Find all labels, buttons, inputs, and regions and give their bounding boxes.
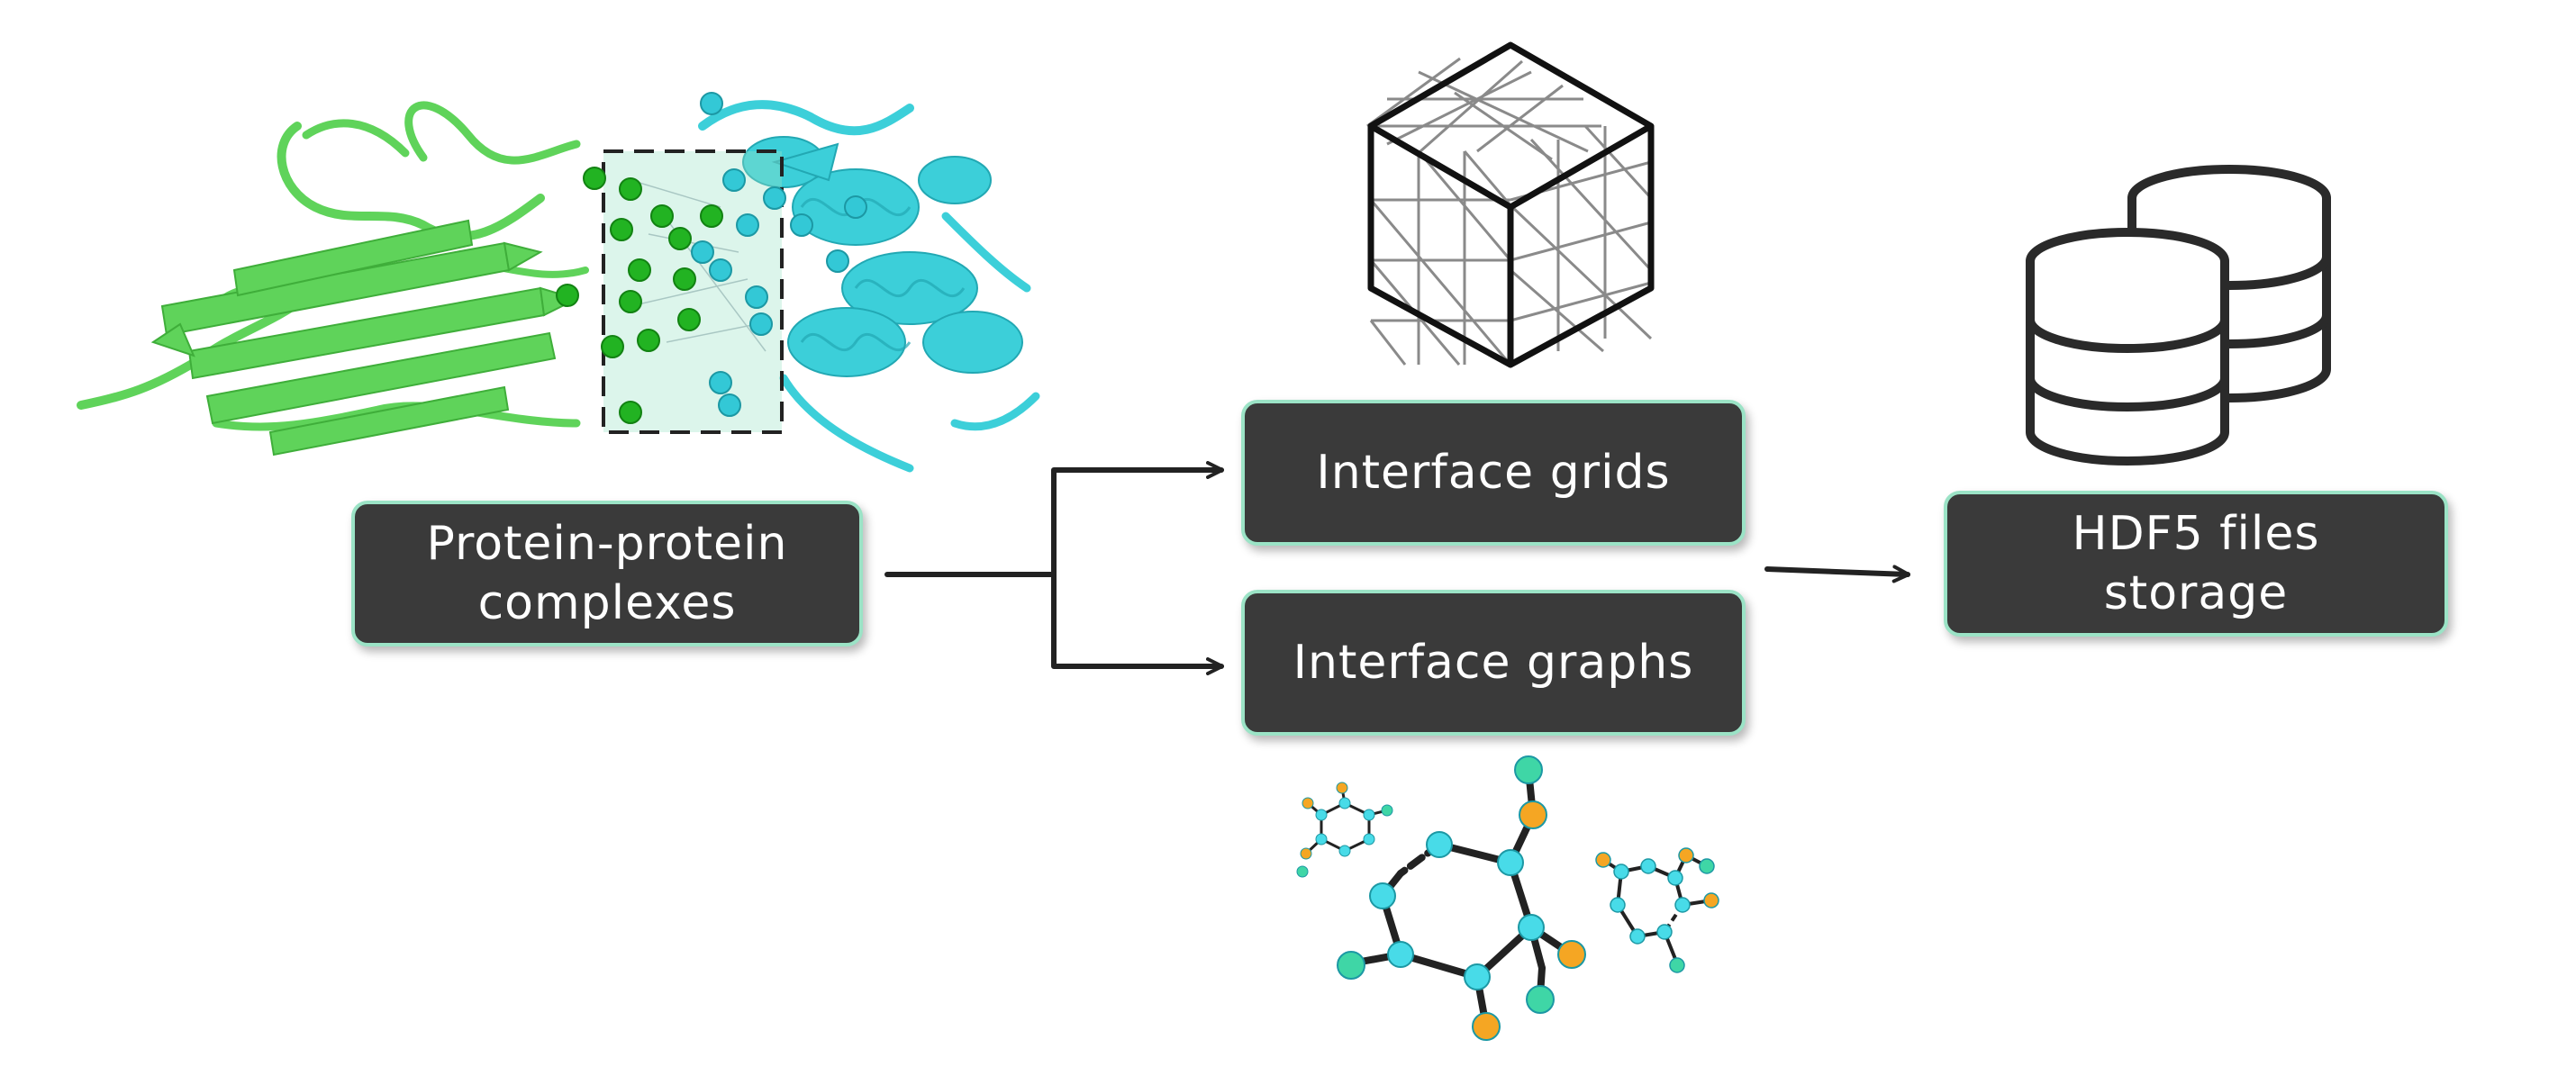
arrow-to-interface-grids bbox=[1051, 461, 1224, 577]
node-protein-complexes-label: Protein-protein complexes bbox=[426, 517, 788, 630]
node-hdf5-storage-label: HDF5 files storage bbox=[2072, 507, 2320, 620]
node-interface-grids-label: Interface grids bbox=[1316, 446, 1671, 500]
node-hdf5-storage: HDF5 files storage bbox=[1944, 491, 2448, 637]
connector-arrows bbox=[884, 461, 1910, 675]
node-protein-complexes: Protein-protein complexes bbox=[351, 501, 863, 646]
node-interface-graphs-label: Interface graphs bbox=[1293, 636, 1694, 690]
molecular-graph-icon bbox=[1296, 755, 1719, 1041]
database-icon bbox=[2026, 165, 2331, 466]
protein-complex-icon bbox=[77, 92, 1040, 473]
node-interface-grids: Interface grids bbox=[1241, 400, 1746, 546]
grid-cube-icon bbox=[1366, 41, 1655, 368]
node-interface-graphs: Interface graphs bbox=[1241, 590, 1746, 736]
arrow-to-interface-graphs bbox=[1051, 572, 1224, 675]
arrow-to-hdf5-storage bbox=[1764, 565, 1910, 583]
